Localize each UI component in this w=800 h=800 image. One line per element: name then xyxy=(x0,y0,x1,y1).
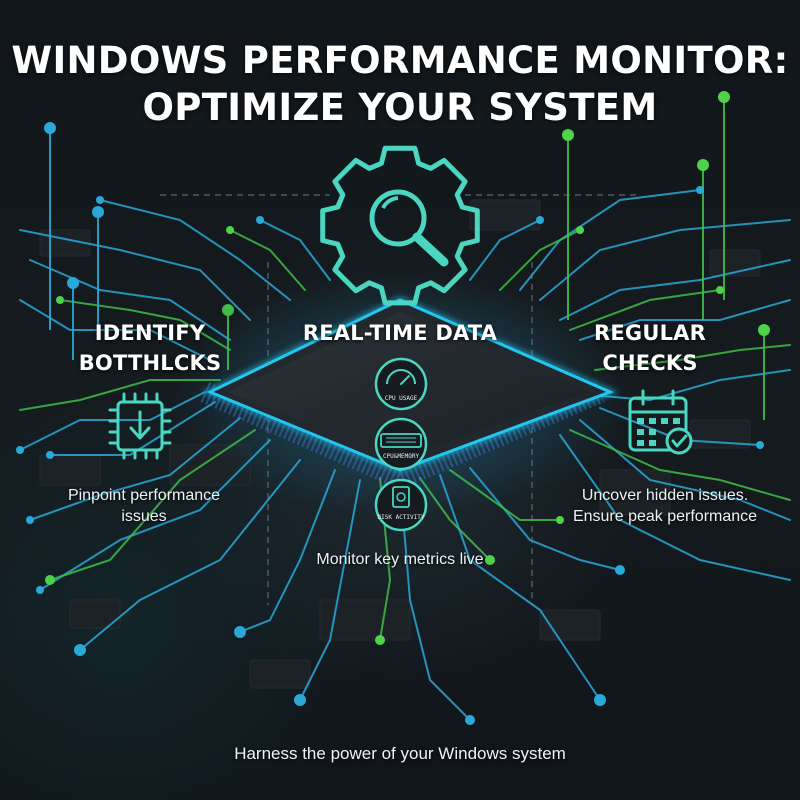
gear-magnifier-icon xyxy=(320,145,480,306)
right-heading-line-1: REGULAR xyxy=(593,321,706,345)
metric-label-disk-activity: DISK ACTIVITY xyxy=(378,514,425,521)
right-description-line-1: Uncover hidden issues. xyxy=(581,487,749,504)
cpu-pins xyxy=(200,381,605,490)
center-section-description: Monitor key metrics live xyxy=(316,551,484,568)
cpu-download-icon xyxy=(108,392,172,460)
left-section-heading: IDENTIFY BOTTHLCKS xyxy=(72,318,228,378)
title-line-1: WINDOWS PERFORMANCE MONITOR: xyxy=(11,39,789,82)
left-section-description: Pinpoint performance issues xyxy=(56,485,232,527)
left-heading-line-1: IDENTIFY xyxy=(94,321,206,345)
gauge-icon: CPU USAGE xyxy=(374,357,428,411)
metric-label-cpu-usage: CPU USAGE xyxy=(385,395,418,402)
disk-icon: DISK ACTIVITY xyxy=(374,478,428,532)
right-description-line-2: Ensure peak performance xyxy=(572,508,758,525)
left-heading-line-2: BOTTHLCKS xyxy=(78,351,222,375)
left-description-line-2: issues xyxy=(121,508,167,525)
right-section-heading: REGULAR CHECKS xyxy=(580,318,720,378)
center-section-heading: REAL-TIME DATA xyxy=(302,321,498,345)
memory-module-icon: CPU&MEMORY xyxy=(374,417,428,471)
tagline: Harness the power of your Windows system xyxy=(234,744,566,763)
left-description-line-1: Pinpoint performance xyxy=(67,487,221,504)
page-title: WINDOWS PERFORMANCE MONITOR: OPTIMIZE YO… xyxy=(0,37,800,131)
metric-label-cpu-memory: CPU&MEMORY xyxy=(383,453,420,460)
calendar-check-icon xyxy=(628,389,693,455)
right-section-description: Uncover hidden issues. Ensure peak perfo… xyxy=(560,485,770,527)
right-heading-line-2: CHECKS xyxy=(602,351,698,375)
title-line-2: OPTIMIZE YOUR SYSTEM xyxy=(142,86,658,129)
